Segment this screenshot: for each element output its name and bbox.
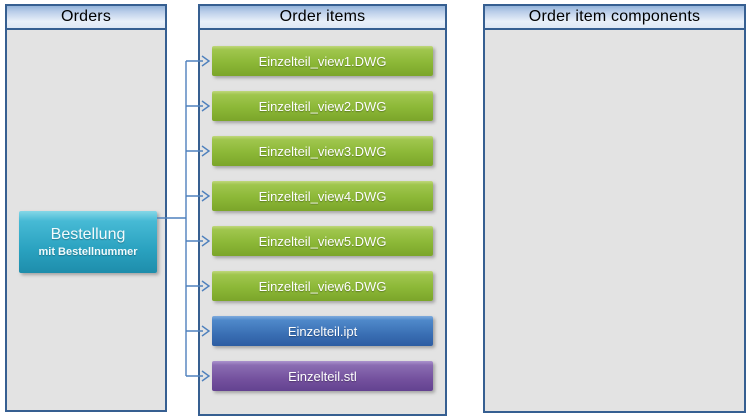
order-item-components-panel-title: Order item components xyxy=(528,8,701,25)
order-items-panel-body: Einzelteil_view1.DWG Einzelteil_view2.DW… xyxy=(200,30,445,391)
order-item-view1-dwg: Einzelteil_view1.DWG xyxy=(212,46,433,76)
order-item-components-panel: Order item components xyxy=(483,4,746,413)
order-items-panel: Order items Einzelteil_view1.DWG Einzelt… xyxy=(198,4,447,416)
bestellung-subtitle: mit Bestellnummer xyxy=(38,246,138,258)
order-item-stl: Einzelteil.stl xyxy=(212,361,433,391)
order-items-panel-title: Order items xyxy=(279,8,366,25)
order-item-view5-dwg: Einzelteil_view5.DWG xyxy=(212,226,433,256)
bestellung-title: Bestellung xyxy=(50,226,126,243)
orders-panel-title: Orders xyxy=(60,8,112,25)
order-item-components-panel-header: Order item components xyxy=(485,6,744,30)
orders-panel: Orders Bestellung mit Bestellnummer xyxy=(5,4,167,412)
bestellung-node: Bestellung mit Bestellnummer xyxy=(19,211,157,273)
order-item-view2-dwg: Einzelteil_view2.DWG xyxy=(212,91,433,121)
orders-panel-header: Orders xyxy=(7,6,165,30)
order-item-view3-dwg: Einzelteil_view3.DWG xyxy=(212,136,433,166)
order-item-view6-dwg: Einzelteil_view6.DWG xyxy=(212,271,433,301)
order-item-ipt: Einzelteil.ipt xyxy=(212,316,433,346)
order-item-view4-dwg: Einzelteil_view4.DWG xyxy=(212,181,433,211)
order-items-panel-header: Order items xyxy=(200,6,445,30)
